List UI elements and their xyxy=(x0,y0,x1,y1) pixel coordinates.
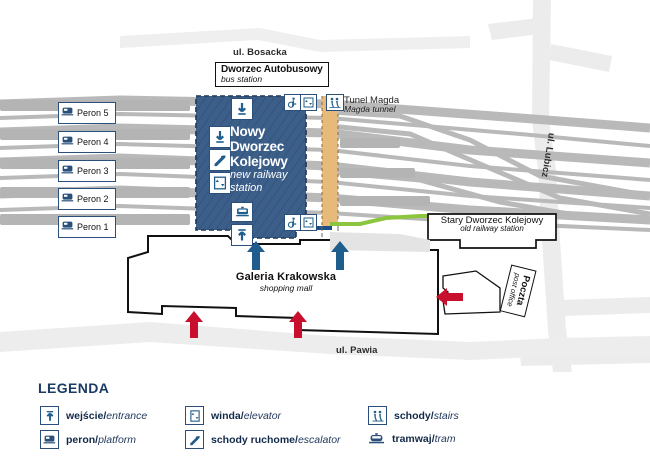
tram-icon xyxy=(368,430,385,447)
legend-platform-sep: / xyxy=(95,433,99,446)
mall-label-pl: Galeria Krakowska xyxy=(235,271,337,283)
legend-stairs-en: stairs xyxy=(433,409,459,422)
new-station-en-1: new railway xyxy=(230,169,288,182)
legend-entrance-en: entrance xyxy=(106,409,148,422)
station-apron xyxy=(330,232,430,252)
legend-platform-pl: peron xyxy=(66,433,96,446)
legend-panel: LEGENDA wejście/entrance peron/platform xyxy=(0,372,650,458)
platform-label-5[interactable]: Peron 5 xyxy=(58,102,116,124)
entrance-icon-west[interactable] xyxy=(209,126,231,148)
legend-item-entrance[interactable]: wejście/entrance xyxy=(40,406,147,425)
tram-icon-station[interactable] xyxy=(231,202,253,222)
escalator-icon[interactable] xyxy=(209,149,231,171)
entrance-arrows-blue xyxy=(247,241,349,270)
legend-stairs-pl: schody xyxy=(394,409,431,422)
mall-label[interactable]: Galeria Krakowska shopping mall xyxy=(216,271,356,293)
new-station-pl-3: Kolejowy xyxy=(230,154,288,170)
stairs-icon xyxy=(368,406,387,425)
platform-label-3[interactable]: Peron 3 xyxy=(58,160,116,182)
wheelchair-icon[interactable] xyxy=(284,94,301,111)
platform-label-text: Peron 3 xyxy=(77,166,109,176)
legend-escalator-sep: / xyxy=(295,433,298,446)
platform-label-text: Peron 1 xyxy=(77,222,109,232)
magda-tunnel-corridor xyxy=(321,96,339,240)
legend-title: LEGENDA xyxy=(38,380,110,396)
bus-station-pl: Dworzec Autobusowy xyxy=(221,64,323,75)
platform-label-1[interactable]: Peron 1 xyxy=(58,216,116,238)
platform-label-2[interactable]: Peron 2 xyxy=(58,188,116,210)
platform-label-text: Peron 5 xyxy=(77,108,109,118)
legend-item-tram[interactable]: tramwaj/tram xyxy=(368,430,456,447)
bus-station-label[interactable]: Dworzec Autobusowy bus station xyxy=(215,62,329,88)
legend-elevator-sep: / xyxy=(240,409,244,422)
map-canvas[interactable]: ul. Bosacka Dworzec Autobusowy bus stati… xyxy=(0,0,650,372)
new-station-label: Nowy Dworzec Kolejowy new railway statio… xyxy=(230,124,288,194)
map-graphics xyxy=(0,0,650,372)
elevator-icon-bottom[interactable] xyxy=(300,214,317,231)
bus-station-en: bus station xyxy=(221,73,263,84)
entrance-icon-north[interactable] xyxy=(231,98,253,120)
mall-label-en: shopping mall xyxy=(259,282,313,293)
legend-item-label: wejście/entrance xyxy=(66,410,147,422)
legend-tram-en: tram xyxy=(434,432,456,445)
legend-tram-pl: tramwaj xyxy=(392,432,432,445)
entrance-icon-south[interactable] xyxy=(231,224,253,246)
legend-entrance-pl: wejście xyxy=(66,409,104,422)
legend-elevator-en: elevator xyxy=(243,409,282,422)
legend-platform-en: platform xyxy=(98,433,137,446)
platform-icon xyxy=(61,162,74,180)
entrance-icon xyxy=(40,406,59,425)
ul-pawia-road xyxy=(0,322,650,360)
elevator-icon-top[interactable] xyxy=(300,94,317,111)
new-station-en-2: station xyxy=(230,181,263,194)
legend-item-platform[interactable]: peron/platform xyxy=(40,430,136,449)
platform-icon xyxy=(61,104,74,122)
tunnel-label[interactable]: Tunel Magda Magda tunnel xyxy=(344,96,399,114)
platform-label-4[interactable]: Peron 4 xyxy=(58,131,116,153)
legend-stairs-sep: / xyxy=(430,409,434,422)
legend-item-label: schody ruchome/escalator xyxy=(211,434,341,446)
platform-label-text: Peron 4 xyxy=(77,137,109,147)
tunnel-label-pl: Tunel Magda xyxy=(344,95,400,106)
legend-entrance-sep: / xyxy=(103,409,107,422)
street-label-pawia: ul. Pawia xyxy=(336,345,378,356)
legend-escalator-en: escalator xyxy=(297,433,341,446)
new-station-pl-1: Nowy xyxy=(230,124,266,139)
legend-tram-sep: / xyxy=(431,432,435,445)
elevator-icon xyxy=(185,406,204,425)
street-label-bosacka: ul. Bosacka xyxy=(233,47,287,58)
platform-icon xyxy=(61,133,74,151)
platform-icon xyxy=(40,430,59,449)
escalator-icon xyxy=(185,430,204,449)
wheelchair-icon-bottom[interactable] xyxy=(284,214,301,231)
legend-item-elevator[interactable]: winda/elevator xyxy=(185,406,281,425)
post-office-building xyxy=(441,270,501,315)
old-station-en: old railway station xyxy=(460,223,524,233)
stairs-icon[interactable] xyxy=(326,94,344,111)
legend-item-label: winda/elevator xyxy=(211,410,281,422)
legend-item-label: peron/platform xyxy=(66,434,136,446)
old-station-pl: Stary Dworzec Kolejowy xyxy=(440,215,544,226)
legend-item-label: schody/stairs xyxy=(394,410,459,422)
platform-icon xyxy=(61,218,74,236)
legend-escalator-pl: schody ruchome xyxy=(211,433,296,446)
platform-icon xyxy=(61,190,74,208)
elevator-icon-station[interactable] xyxy=(209,172,231,194)
new-station-pl-2: Dworzec xyxy=(230,139,285,155)
legend-item-stairs[interactable]: schody/stairs xyxy=(368,406,459,425)
legend-item-escalator[interactable]: schody ruchome/escalator xyxy=(185,430,341,449)
legend-item-label: tramwaj/tram xyxy=(392,433,456,445)
old-station-label[interactable]: Stary Dworzec Kolejowy old railway stati… xyxy=(434,216,550,233)
tunnel-label-en: Magda tunnel xyxy=(344,103,396,114)
old-railway-station-outline[interactable] xyxy=(427,213,557,249)
legend-elevator-pl: winda xyxy=(211,409,241,422)
mall-arrows-red xyxy=(185,288,463,338)
platform-label-text: Peron 2 xyxy=(77,194,109,204)
